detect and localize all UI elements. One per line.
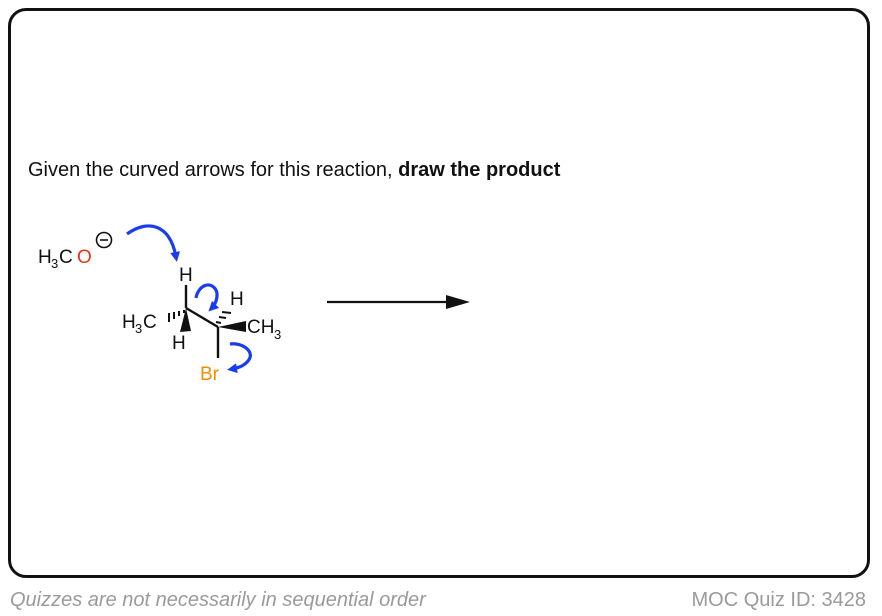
right-methyl-subscript-text: 3 — [274, 327, 281, 342]
curved-arrow-base-to-h-icon — [126, 224, 181, 262]
bromine-text: Br — [200, 364, 220, 385]
base-hydrogen-text: H — [38, 247, 52, 268]
curved-arrow-leaving-group-icon — [227, 342, 252, 374]
c1-h-wedge-bond — [180, 308, 191, 332]
quiz-id-label: MOC Quiz ID: 3428 — [691, 589, 866, 611]
left-methyl-c-text: C — [143, 312, 157, 333]
c1-c2-bond — [185, 306, 219, 329]
negative-charge-icon — [95, 231, 113, 249]
quiz-card — [8, 8, 870, 578]
base-carbon-text: C — [59, 247, 73, 268]
methoxide-base: H 3 C O — [38, 231, 113, 271]
prompt-regular-text: Given the curved arrows for this reactio… — [28, 159, 399, 181]
prompt-bold-text: draw the product — [398, 159, 561, 181]
curved-arrow-ch-bond-icon — [194, 283, 220, 312]
base-oxygen-text: O — [77, 247, 92, 268]
c2-h-hash-bond — [215, 311, 232, 324]
right-hydrogen-text: H — [230, 289, 244, 310]
left-methyl-h-text: H — [122, 312, 136, 333]
base-subscript-text: 3 — [51, 256, 58, 271]
right-methyl-ch-text: CH — [247, 317, 274, 338]
question-prompt: Given the curved arrows for this reactio… — [28, 159, 560, 182]
substrate-skeleton — [168, 285, 246, 358]
reaction-arrow-icon — [327, 295, 470, 309]
bottom-hydrogen-text: H — [172, 333, 186, 354]
substrate-labels: H H H 3 C H CH 3 Br — [122, 265, 281, 385]
sequential-order-note: Quizzes are not necessarily in sequentia… — [10, 589, 426, 611]
top-hydrogen-text: H — [179, 265, 193, 286]
c2-methyl-wedge-bond — [218, 321, 246, 332]
left-methyl-subscript-text: 3 — [135, 321, 142, 336]
c1-methyl-hash-bond — [168, 310, 185, 322]
